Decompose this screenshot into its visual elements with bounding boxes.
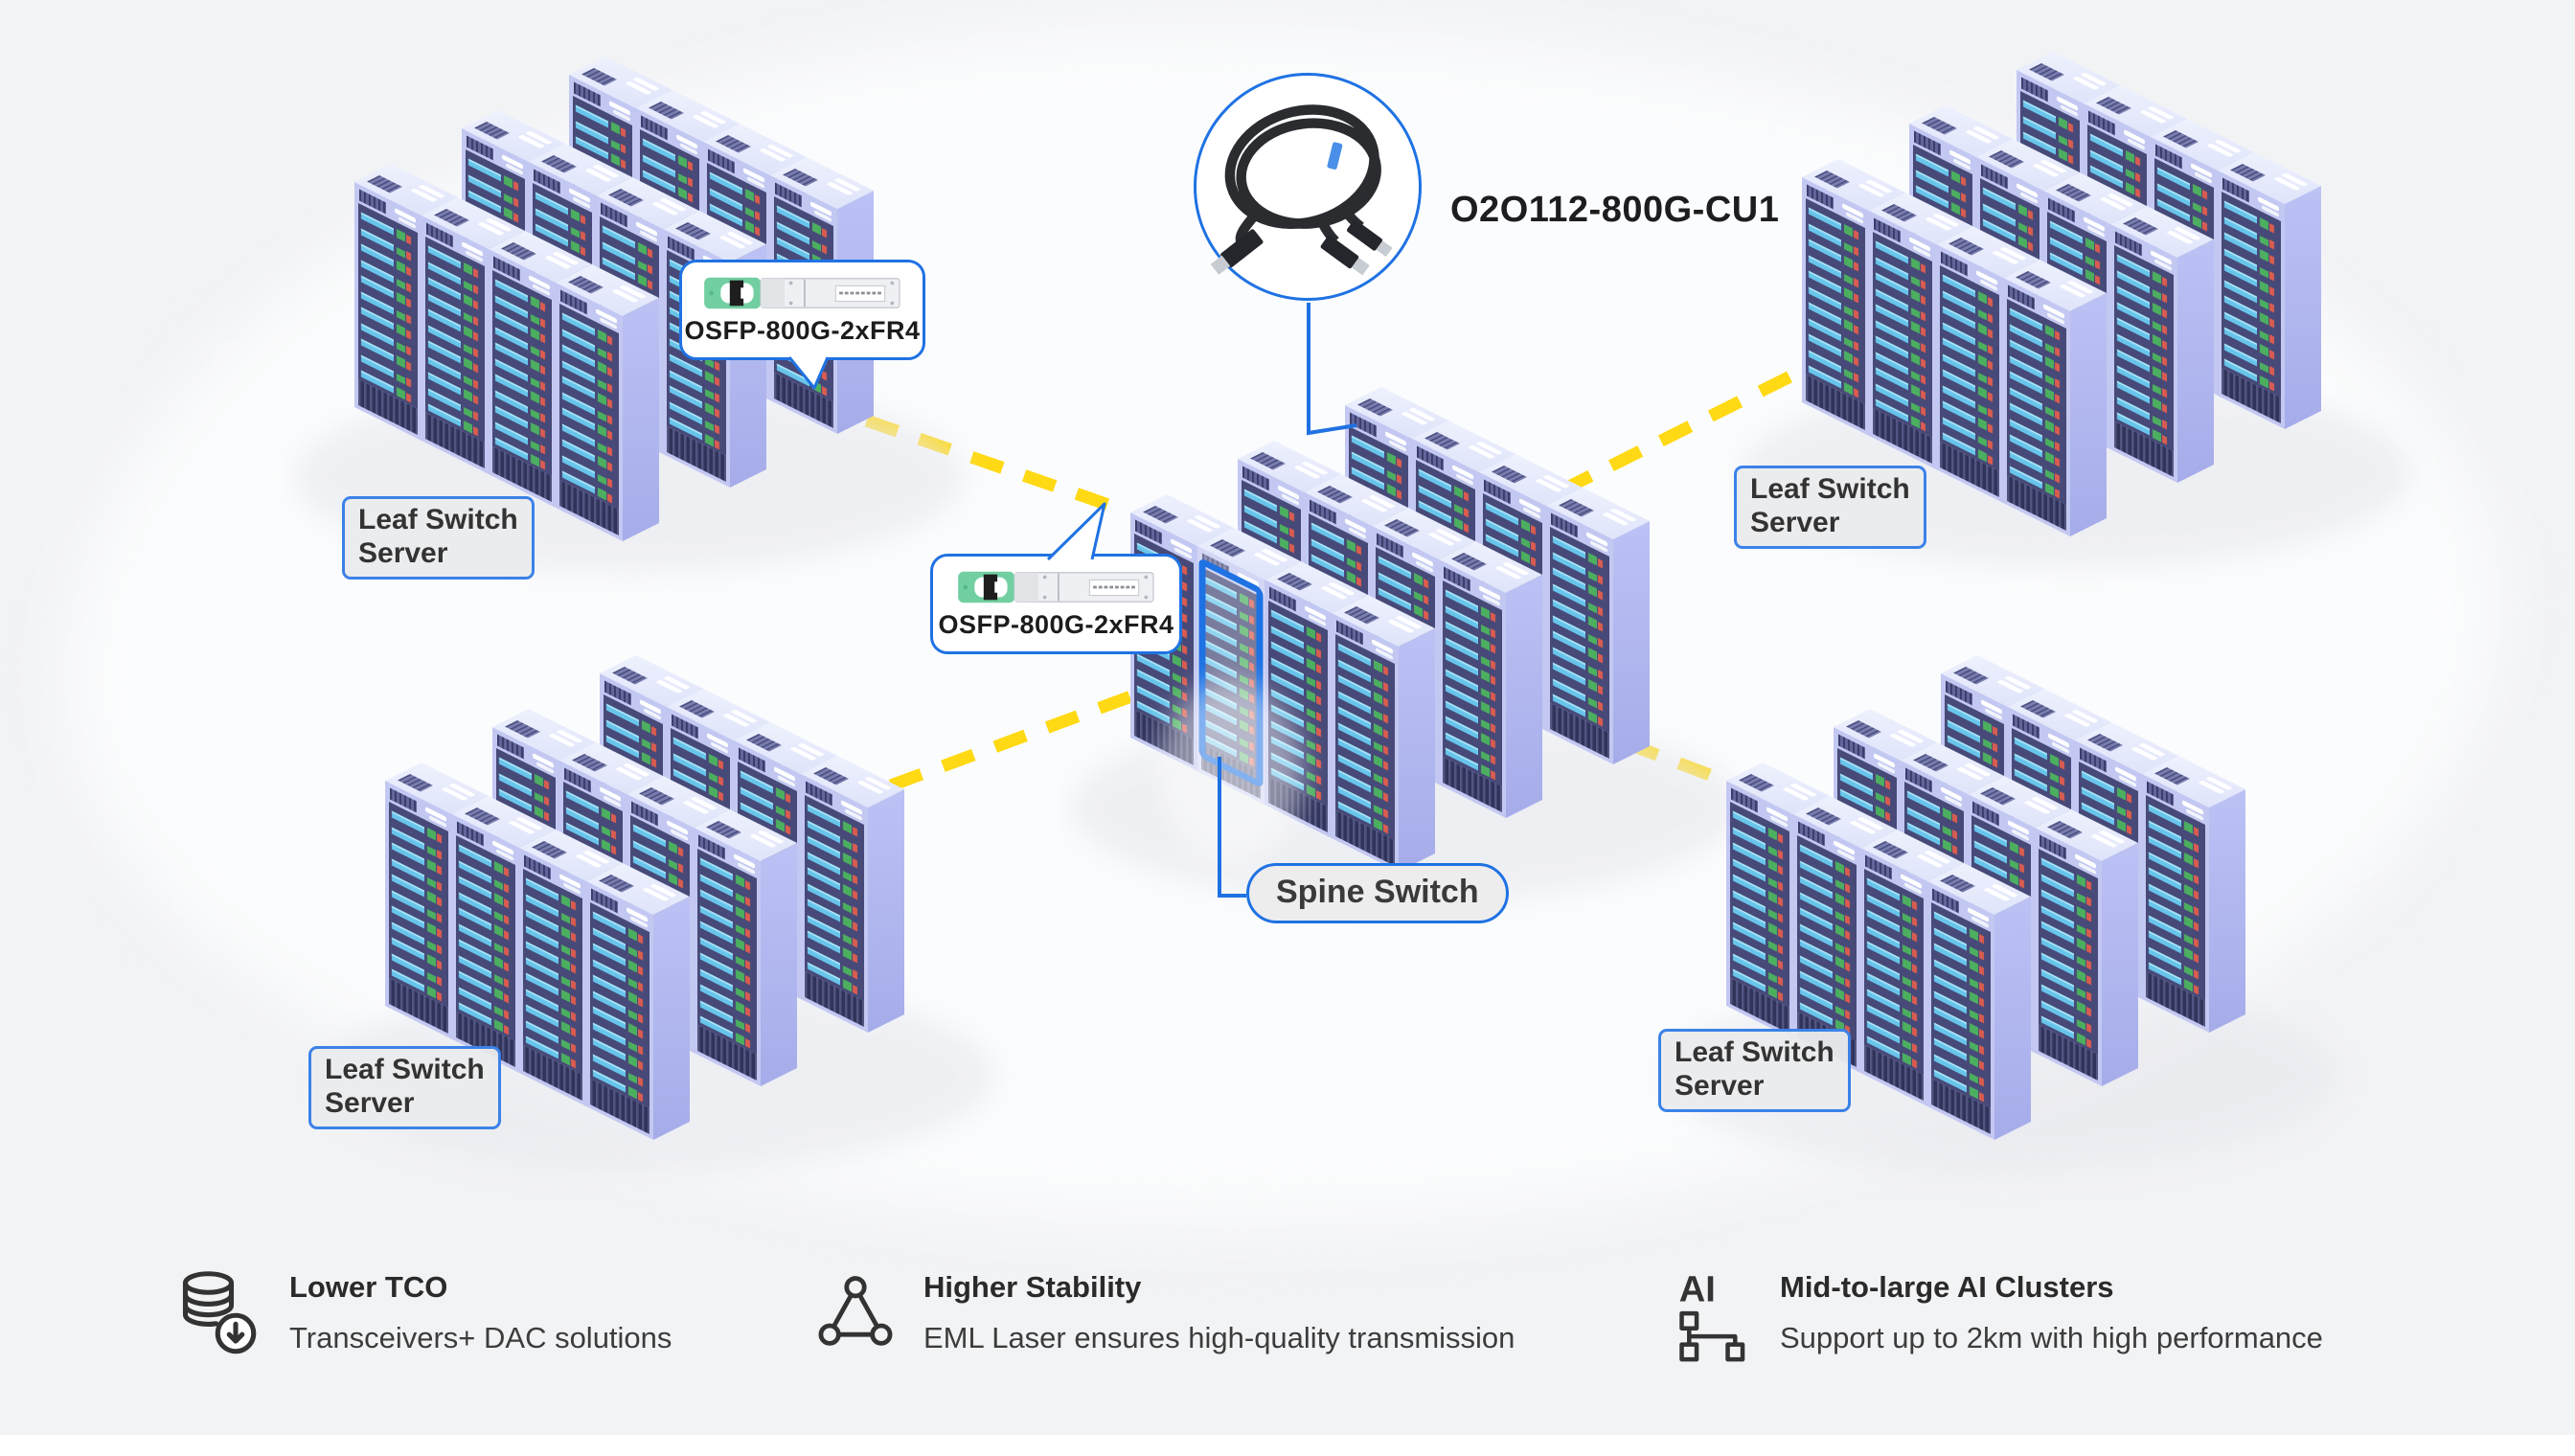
cable-part-number: O2O112-800G-CU1 bbox=[1450, 190, 1780, 230]
page-bottom-strip bbox=[0, 1435, 2575, 1456]
server-rack bbox=[2218, 152, 2321, 429]
dac-link-line bbox=[1559, 353, 1828, 496]
cable-tag bbox=[1327, 142, 1343, 170]
leaf-label-bottom-right: Leaf Switch Server bbox=[1658, 1029, 1851, 1112]
feature-title: Mid-to-large AI Clusters bbox=[1780, 1270, 2114, 1304]
server-rack bbox=[586, 863, 690, 1140]
osfp-transceiver-image bbox=[703, 277, 900, 309]
callout-tail bbox=[1046, 502, 1106, 561]
leaf-label-top-right: Leaf Switch Server bbox=[1734, 466, 1926, 549]
spine-switch-fog bbox=[1159, 680, 1303, 862]
feature-title: Higher Stability bbox=[923, 1270, 1142, 1304]
ai-cluster-icon: AI bbox=[1679, 1270, 1745, 1362]
spine-label-connector bbox=[1218, 757, 1246, 898]
leaf-label-top-left: Leaf Switch Server bbox=[342, 496, 535, 580]
transceiver-callout-spine: OSFP-800G-2xFR4 bbox=[930, 502, 1182, 654]
server-rack bbox=[1439, 541, 1542, 818]
transceiver-callout-leaf: OSFP-800G-2xFR4 bbox=[679, 260, 925, 390]
server-rack bbox=[2003, 260, 2107, 536]
server-rack bbox=[1546, 488, 1650, 764]
cable-connector-right-2 bbox=[1347, 219, 1393, 258]
osfp-transceiver-image bbox=[957, 571, 1154, 603]
transceiver-label: OSFP-800G-2xFR4 bbox=[938, 610, 1174, 639]
cluster-leaf-bottom-right bbox=[1666, 655, 2336, 1172]
feature-higher-stability: Higher Stability EML Laser ensures high-… bbox=[816, 1268, 1515, 1358]
feature-ai-clusters: AI Mid-to-large AI Clusters Support up t… bbox=[1675, 1268, 2323, 1362]
cable-connector-line bbox=[1307, 303, 1357, 436]
server-rack bbox=[489, 231, 592, 508]
feature-description: Transceivers+ DAC solutions bbox=[289, 1321, 672, 1354]
dac-link-line bbox=[888, 681, 1157, 792]
server-rack bbox=[2035, 809, 2138, 1086]
feature-title: Lower TCO bbox=[289, 1270, 448, 1304]
cluster-leaf-bottom-left bbox=[325, 655, 995, 1172]
leaf-label-bottom-left: Leaf Switch Server bbox=[308, 1046, 501, 1129]
cable-connector-left bbox=[1210, 229, 1264, 275]
cable-connector-right-1 bbox=[1320, 235, 1370, 276]
server-rack bbox=[556, 264, 659, 541]
callout-tail bbox=[787, 356, 830, 390]
server-rack bbox=[1332, 595, 1435, 872]
server-rack bbox=[2110, 206, 2214, 483]
svg-text:AI: AI bbox=[1679, 1270, 1716, 1309]
dac-cable-badge bbox=[1194, 73, 1422, 301]
feature-description: EML Laser ensures high-quality transmiss… bbox=[923, 1321, 1515, 1354]
database-down-icon bbox=[182, 1271, 257, 1354]
server-rack bbox=[694, 809, 797, 1086]
server-rack bbox=[801, 756, 904, 1033]
server-rack bbox=[1927, 863, 2031, 1140]
server-rack bbox=[2142, 756, 2245, 1033]
spine-label: Spine Switch bbox=[1246, 863, 1509, 923]
feature-lower-tco: Lower TCO Transceivers+ DAC solutions bbox=[176, 1268, 672, 1362]
transceiver-label: OSFP-800G-2xFR4 bbox=[684, 316, 921, 345]
dac-cable-image bbox=[1210, 104, 1393, 276]
feature-description: Support up to 2km with high performance bbox=[1780, 1321, 2323, 1354]
stability-network-icon bbox=[818, 1276, 893, 1346]
